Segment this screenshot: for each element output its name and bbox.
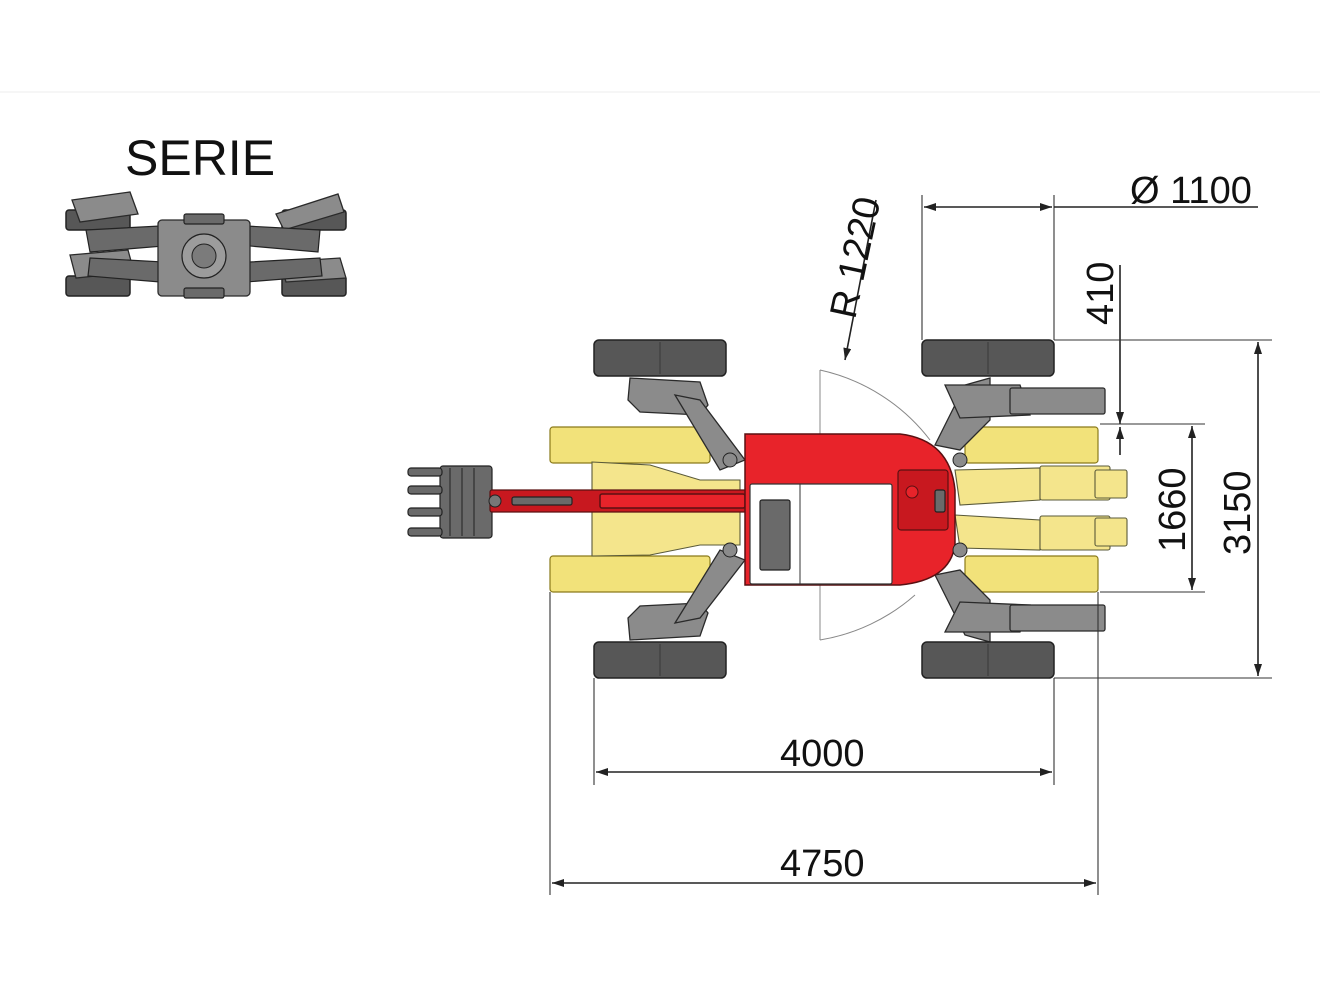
dim-inner-track-width: 1660 xyxy=(1100,423,1205,593)
dim-overall-width: 3150 xyxy=(1054,339,1272,679)
dim-wheelbase: 4000 xyxy=(593,678,1055,785)
dim-overall-length: 4750 xyxy=(549,592,1099,895)
dim-outrigger-offset-label: 410 xyxy=(1080,262,1122,325)
dim-swing-radius: R 1220 xyxy=(823,193,890,361)
track-pad-right-lower xyxy=(964,555,1099,593)
dim-outrigger-offset: 410 xyxy=(1080,262,1124,455)
serie-thumbnail xyxy=(65,191,347,299)
upper-body xyxy=(744,433,956,586)
bucket xyxy=(407,465,493,539)
serie-title: SERIE xyxy=(125,130,275,186)
dim-overall-length-label: 4750 xyxy=(780,843,865,885)
boom xyxy=(488,489,751,513)
dim-inner-track-width-label: 1660 xyxy=(1152,467,1194,552)
dim-bucket-diameter: Ø 1100 xyxy=(921,170,1258,340)
track-pad-left-upper xyxy=(549,426,711,464)
dim-swing-radius-label: R 1220 xyxy=(823,193,890,322)
track-pad-right-upper xyxy=(964,426,1099,464)
track-pad-left-lower xyxy=(549,555,711,593)
dim-bucket-diameter-label: Ø 1100 xyxy=(1130,170,1252,212)
swing-radius-arc xyxy=(819,369,931,441)
dim-wheelbase-label: 4000 xyxy=(780,733,865,775)
dim-overall-width-label: 3150 xyxy=(1217,470,1259,555)
excavator-top-view xyxy=(407,339,1128,679)
